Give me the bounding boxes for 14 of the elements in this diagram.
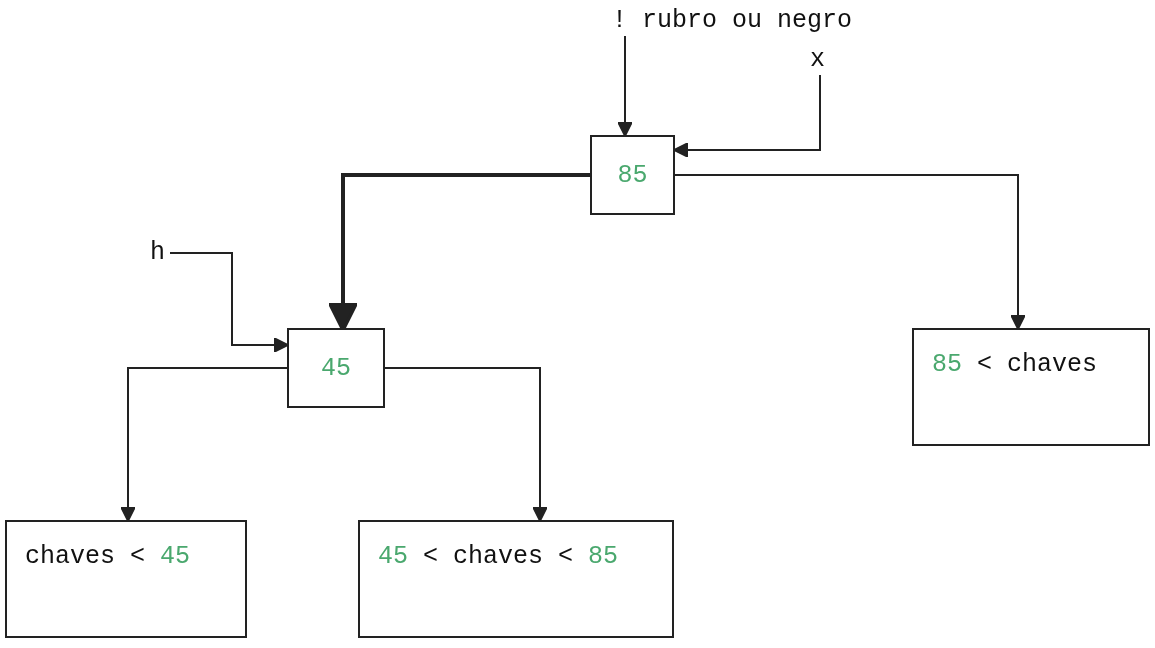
tree-node-box bbox=[5, 520, 247, 638]
arrow bbox=[384, 367, 548, 523]
tree-node-box bbox=[912, 328, 1150, 446]
node-text: 45 < chaves < 85 bbox=[378, 542, 619, 571]
tree-node-box bbox=[358, 520, 674, 638]
node-text: 85 < chaves bbox=[932, 350, 1098, 379]
node-text: chaves < 45 bbox=[25, 542, 191, 571]
tree-node-box bbox=[590, 135, 675, 215]
arrow bbox=[617, 35, 633, 138]
node-text: 85 bbox=[616, 161, 649, 190]
arrow bbox=[120, 367, 288, 523]
tree-node-box bbox=[287, 328, 385, 408]
arrow bbox=[674, 174, 1026, 331]
node-text: 45 bbox=[320, 354, 352, 383]
